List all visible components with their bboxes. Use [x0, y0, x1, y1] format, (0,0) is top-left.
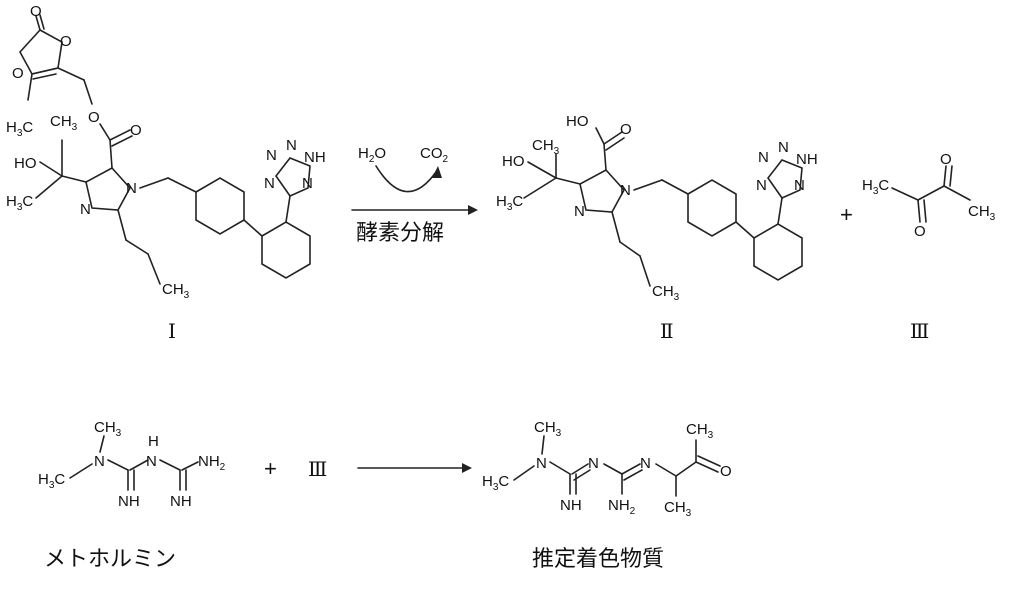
- plus-sign-1: +: [840, 202, 853, 227]
- svg-text:CH3: CH3: [652, 283, 680, 303]
- svg-text:NH: NH: [170, 493, 192, 510]
- svg-text:O: O: [12, 65, 24, 82]
- svg-text:N: N: [94, 453, 105, 470]
- svg-text:H3C: H3C: [862, 177, 889, 197]
- svg-text:CH3: CH3: [94, 419, 122, 439]
- svg-text:CH3: CH3: [664, 499, 692, 519]
- svg-text:N: N: [146, 453, 157, 470]
- svg-text:O: O: [914, 223, 926, 240]
- product-structure: CH3 N H3C NH N NH2 N CH3 CH3 O: [482, 419, 732, 519]
- svg-text:N: N: [266, 147, 277, 164]
- svg-text:O: O: [940, 151, 952, 168]
- svg-text:N: N: [640, 455, 651, 472]
- svg-text:NH: NH: [560, 497, 582, 514]
- plus-sign-2: +: [264, 456, 277, 481]
- compound-label-ii: Ⅱ: [660, 319, 674, 343]
- svg-text:O: O: [720, 463, 732, 480]
- svg-text:HO: HO: [14, 155, 37, 172]
- svg-text:CH3: CH3: [686, 421, 714, 441]
- svg-text:N: N: [302, 175, 313, 192]
- metformin-structure: CH3 N H3C NH H N NH NH2: [38, 419, 226, 510]
- svg-text:H: H: [148, 433, 159, 450]
- compound-i-structure: O O O H3C O O N N CH3 HO H3C CH3: [6, 3, 326, 301]
- svg-text:H3C: H3C: [496, 193, 523, 213]
- svg-text:N: N: [588, 455, 599, 472]
- svg-text:N: N: [778, 139, 789, 156]
- svg-text:CH3: CH3: [532, 137, 560, 157]
- svg-text:N: N: [758, 149, 769, 166]
- svg-text:NH2: NH2: [198, 453, 226, 473]
- svg-text:CO2: CO2: [420, 145, 449, 165]
- svg-text:O: O: [620, 121, 632, 138]
- svg-text:N: N: [126, 180, 137, 197]
- compound-label-iii: Ⅲ: [910, 319, 929, 343]
- svg-text:NH: NH: [796, 151, 818, 168]
- compound-ii-structure: HO O N N CH3 HO H3C CH3 N N NH N N: [496, 113, 818, 303]
- svg-text:N: N: [286, 137, 297, 154]
- compound-iii-structure: H3C O O CH3: [862, 151, 996, 240]
- reagent-label-iii: Ⅲ: [308, 457, 327, 481]
- svg-text:H3C: H3C: [6, 119, 33, 139]
- svg-text:N: N: [264, 175, 275, 192]
- svg-text:H3C: H3C: [38, 471, 65, 491]
- svg-text:CH3: CH3: [50, 113, 78, 133]
- enzyme-label: 酵素分解: [356, 221, 444, 246]
- reaction-arrow-2: [357, 463, 472, 473]
- svg-text:HO: HO: [502, 153, 525, 170]
- compound-label-i: Ⅰ: [168, 319, 176, 343]
- svg-text:NH2: NH2: [608, 497, 636, 517]
- enzymatic-arrow: H2O CO2 酵素分解: [351, 145, 478, 246]
- svg-text:N: N: [536, 455, 547, 472]
- svg-text:CH3: CH3: [968, 203, 996, 223]
- svg-text:N: N: [80, 201, 91, 218]
- svg-text:N: N: [620, 182, 631, 199]
- svg-text:O: O: [88, 109, 100, 126]
- product-name: 推定着色物質: [532, 547, 664, 572]
- svg-text:H3C: H3C: [6, 193, 33, 213]
- svg-text:HO: HO: [566, 113, 589, 130]
- svg-text:O: O: [130, 122, 142, 139]
- svg-text:O: O: [60, 33, 72, 50]
- svg-text:NH: NH: [118, 493, 140, 510]
- svg-text:CH3: CH3: [162, 281, 190, 301]
- svg-text:NH: NH: [304, 149, 326, 166]
- svg-text:H2O: H2O: [358, 145, 386, 165]
- metformin-name: メトホルミン: [44, 547, 176, 572]
- svg-text:N: N: [574, 203, 585, 220]
- svg-text:H3C: H3C: [482, 473, 509, 493]
- svg-text:CH3: CH3: [534, 419, 562, 439]
- svg-text:N: N: [794, 177, 805, 194]
- svg-text:N: N: [756, 177, 767, 194]
- svg-text:O: O: [30, 3, 42, 20]
